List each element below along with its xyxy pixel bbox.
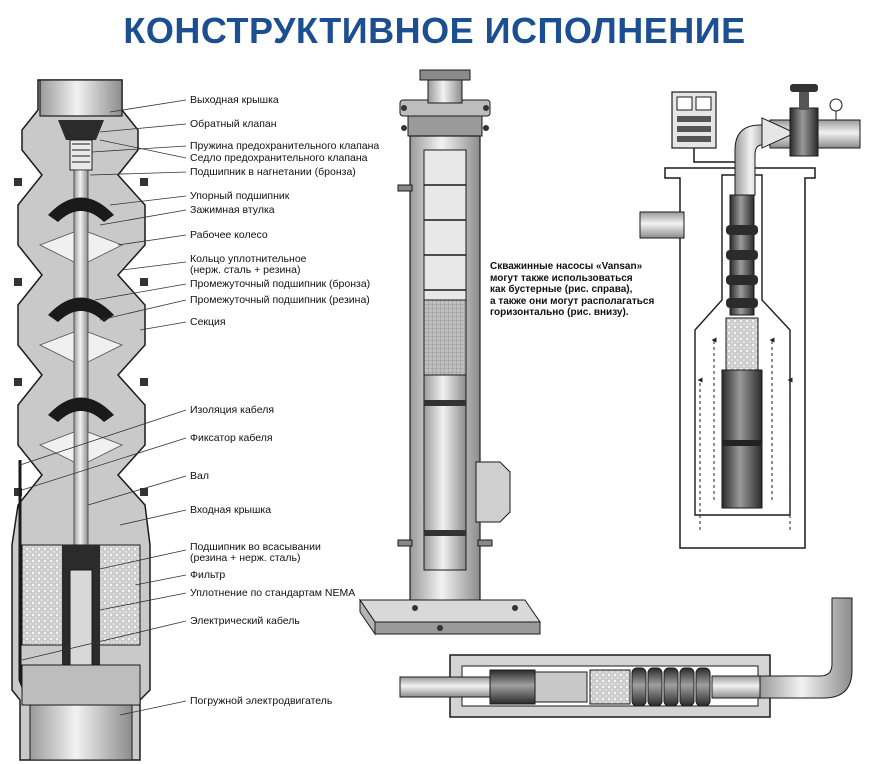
label-cable-clamp: Фиксатор кабеля [190,432,273,444]
note-line: Скважинные насосы «Vansan» [490,261,643,272]
page-title: КОНСТРУКТИВНОЕ ИСПОЛНЕНИЕ [123,10,746,51]
note-line: могут также использоваться [490,272,633,284]
label-impeller: Рабочее колесо [190,229,268,241]
label-safety-valve-seat: Седло предохранительного клапана [190,152,368,164]
well-installation [639,84,861,549]
label-submersible-motor: Погружной электродвигатель [190,695,333,707]
label-shaft: Вал [190,470,209,482]
label-seal-ring: Кольцо уплотнительное (нерж. сталь + рез… [190,253,307,276]
label-cable-insulation: Изоляция кабеля [190,404,275,416]
label-clamp-sleeve: Зажимная втулка [190,204,275,216]
note-line: а также они могут располагаться [490,295,655,307]
horizontal-installation [399,597,853,718]
label-inlet-cover: Входная крышка [190,504,272,516]
label-safety-valve-spring: Пружина предохранительного клапана [190,140,380,152]
label-check-valve: Обратный клапан [190,118,277,130]
leader-lines [19,99,187,716]
installation-note: Скважинные насосы «Vansan» могут также и… [490,261,654,319]
label-intermediate-bearing-rubber: Промежуточный подшипник (резина) [190,294,370,306]
note-line: как бустерные (рис. справа), [490,284,633,295]
booster-column [359,69,541,636]
label-discharge-bearing: Подшипник в нагнетании (бронза) [190,166,356,178]
pump-cutaway [11,79,151,761]
label-electric-cable: Электрический кабель [190,615,300,627]
note-line: горизонтально (рис. внизу). [490,307,629,318]
label-nema-seal: Уплотнение по стандартам NEMA [190,587,356,599]
label-outlet-cover: Выходная крышка [190,94,279,106]
label-section: Секция [190,316,226,328]
label-thrust-bearing: Упорный подшипник [190,190,290,202]
label-suction-bearing: Подшипник во всасывании (резина + нерж. … [190,541,321,564]
label-filter: Фильтр [190,569,226,581]
label-intermediate-bearing-bronze: Промежуточный подшипник (бронза) [190,278,371,290]
